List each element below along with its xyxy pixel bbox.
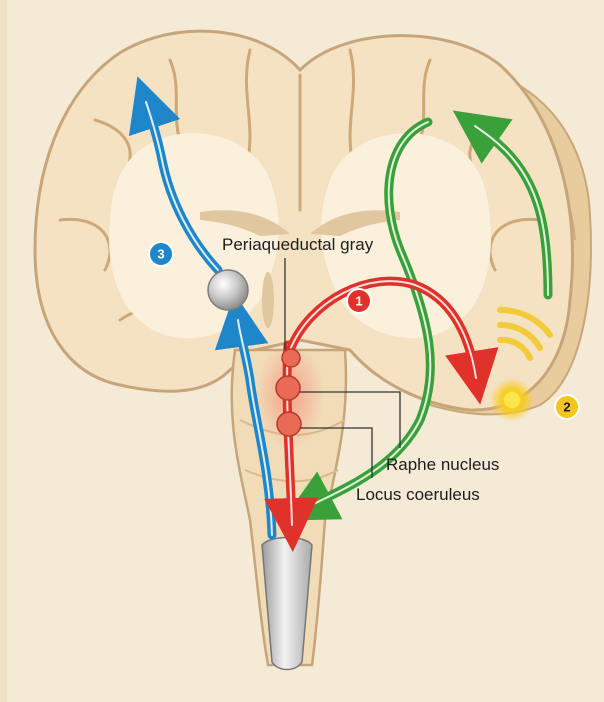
- label-locus-coeruleus: Locus coeruleus: [356, 485, 480, 504]
- third-ventricle: [262, 272, 274, 328]
- badge-2-number: 2: [563, 400, 570, 415]
- label-raphe-nucleus: Raphe nucleus: [386, 455, 499, 474]
- badge-2: 2: [555, 395, 579, 419]
- stimulus-point: [504, 392, 520, 408]
- label-periaqueductal-gray: Periaqueductal gray: [222, 235, 374, 254]
- periaqueductal-gray-nucleus: [282, 349, 300, 367]
- badge-3-number: 3: [157, 247, 164, 262]
- raphe-nucleus: [276, 376, 300, 400]
- badge-1-number: 1: [355, 294, 362, 309]
- locus-coeruleus-nucleus: [277, 412, 301, 436]
- border-strip: [0, 0, 7, 702]
- badge-3: 3: [149, 242, 173, 266]
- badge-1: 1: [347, 289, 371, 313]
- thalamus-sphere: [208, 270, 248, 310]
